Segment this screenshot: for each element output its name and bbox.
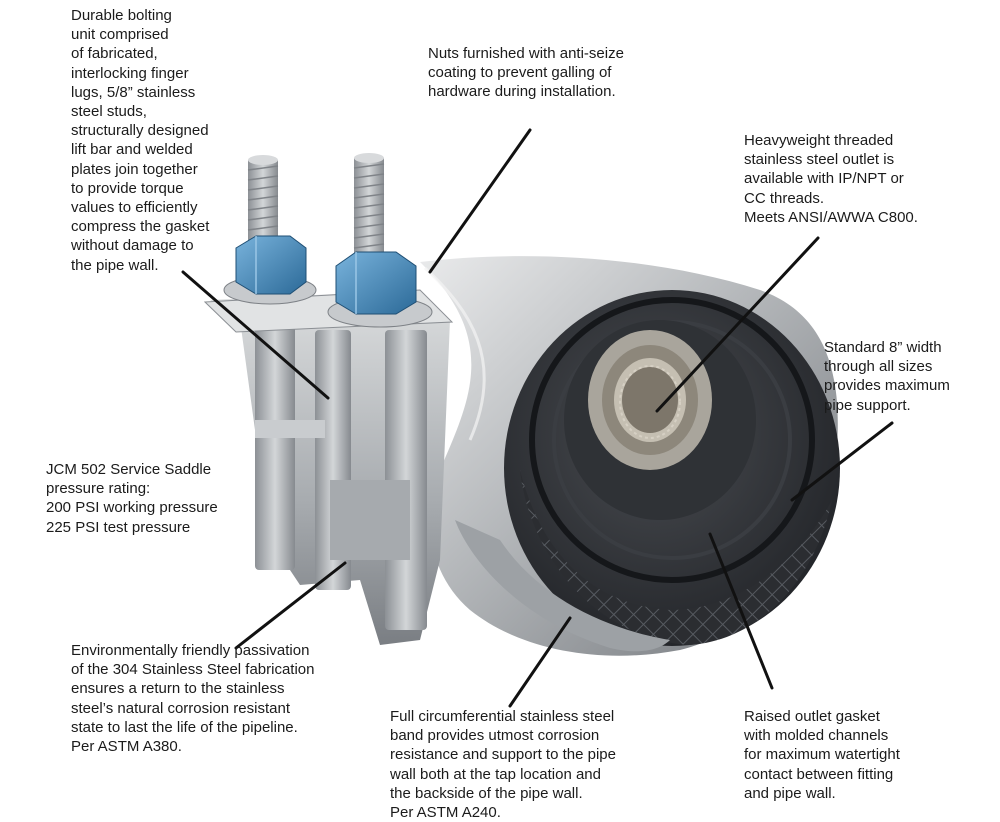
leader-outlet <box>655 236 820 413</box>
stainless-studs <box>247 153 385 270</box>
leader-passivation <box>234 561 347 650</box>
leader-lines <box>181 128 894 708</box>
rubber-gasket <box>504 290 840 646</box>
threaded-outlet <box>588 330 712 470</box>
band-front-edge <box>455 520 670 652</box>
callout-stainless-band: Full circumferential stainless steel ban… <box>390 708 616 822</box>
callout-bolting-unit: Durable bolting unit comprised of fabric… <box>71 7 210 274</box>
bolting-unit <box>203 289 454 645</box>
leader-bolting <box>181 270 330 400</box>
callout-passivation: Environmentally friendly passivation of … <box>71 642 315 756</box>
callout-nuts: Nuts furnished with anti-seize coating t… <box>428 45 624 101</box>
callout-outlet-gasket: Raised outlet gasket with molded channel… <box>744 708 900 802</box>
leader-gasket <box>708 532 774 690</box>
leader-width <box>790 421 894 502</box>
anti-seize-nuts <box>223 235 433 328</box>
callout-standard-width: Standard 8” width through all sizes prov… <box>824 339 950 414</box>
leader-band <box>508 616 572 708</box>
callout-threaded-outlet: Heavyweight threaded stainless steel out… <box>744 132 918 226</box>
callout-pressure-rating: JCM 502 Service Saddle pressure rating: … <box>46 461 218 536</box>
leader-nuts <box>428 128 532 274</box>
